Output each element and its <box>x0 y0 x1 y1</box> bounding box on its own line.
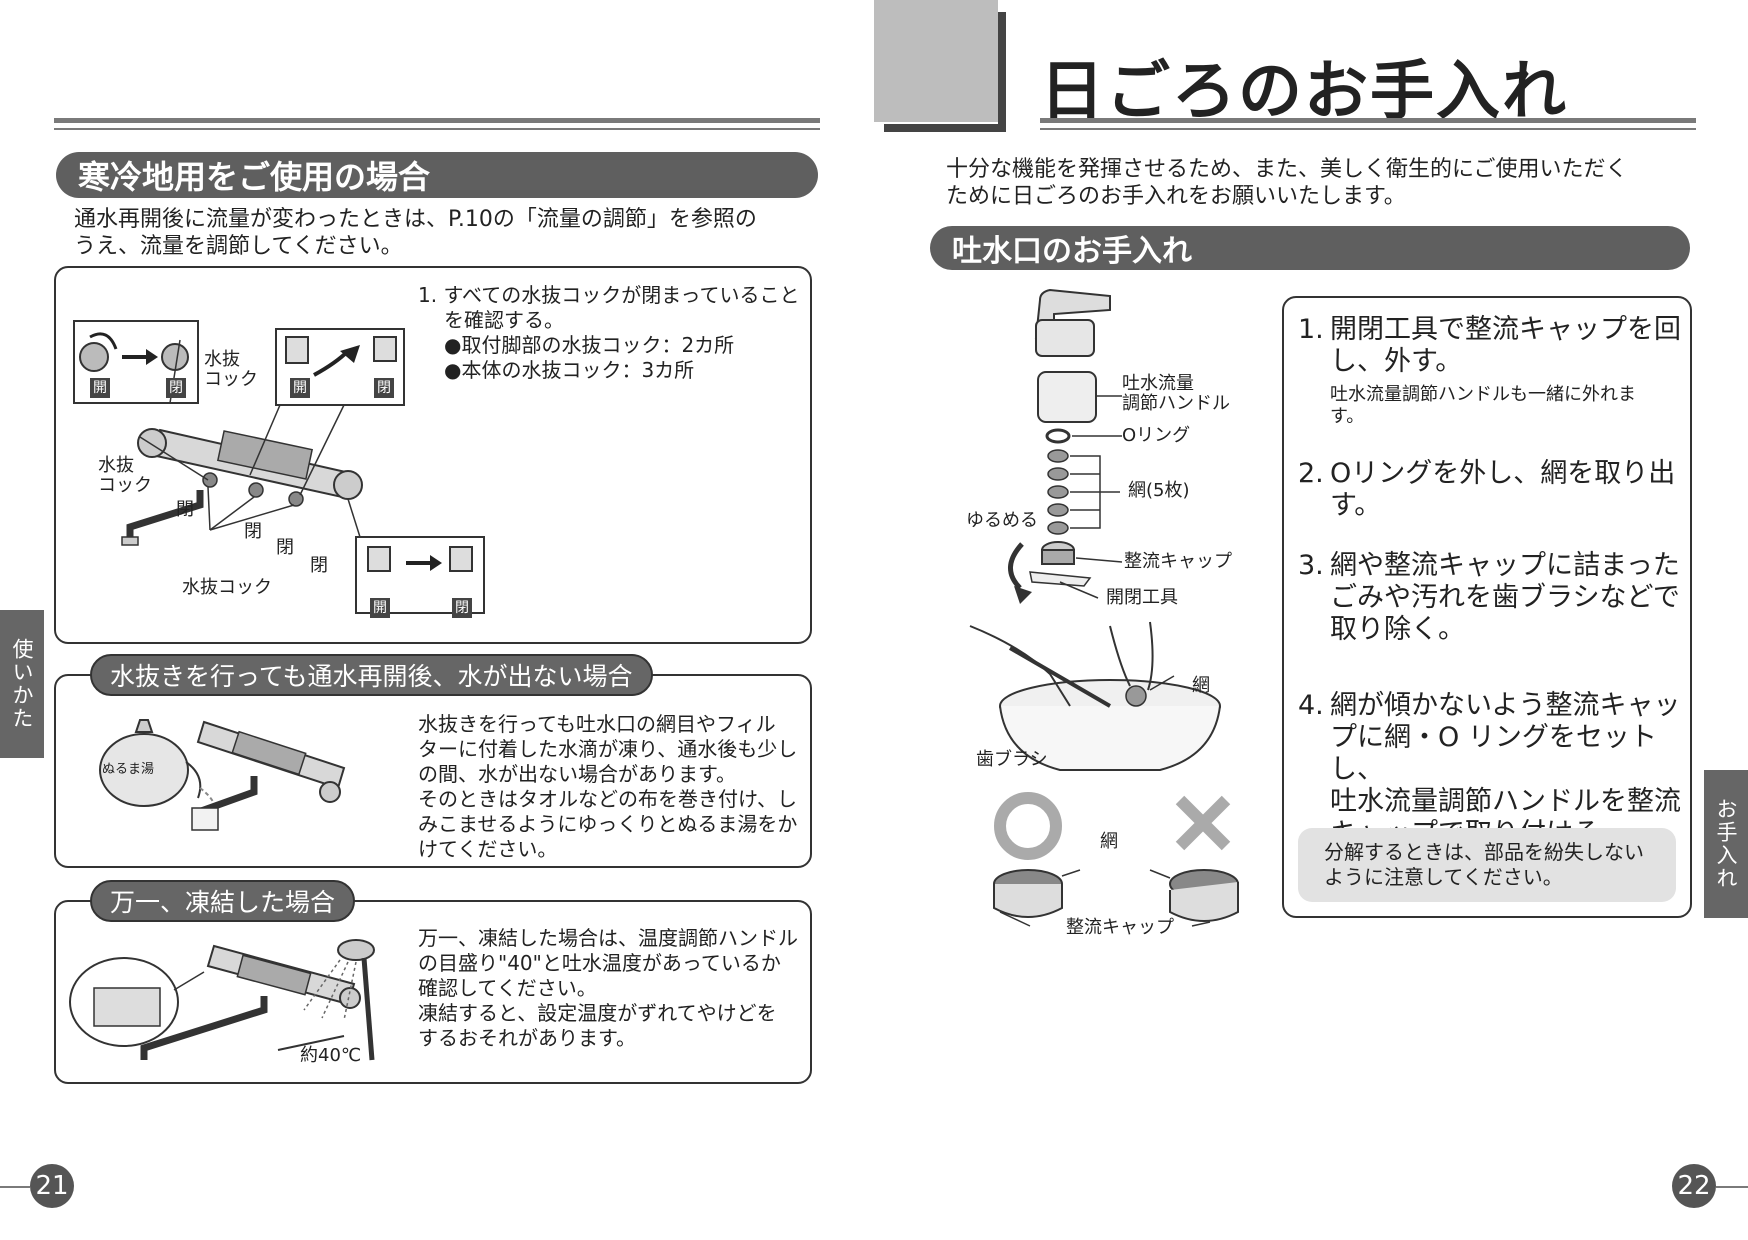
side-tab-care[interactable]: お手入れ <box>1704 770 1748 918</box>
cold-region-intro: 通水再開後に流量が変わったときは、P.10の「流量の調節」を参照の うえ、流量を… <box>74 207 757 259</box>
mesh-label: 網 <box>1100 831 1118 852</box>
drain-cock-label: 水抜 コック <box>204 349 258 390</box>
drain-cock-label: 水抜コック <box>182 577 272 598</box>
closed-label: 閉 <box>310 555 328 576</box>
care-step-1-note: 吐水流量調節ハンドルも一緒に外れま す。 <box>1330 384 1636 427</box>
drain-cock-step1: 1. すべての水抜コックが閉まっていること を確認する。 ●取付脚部の水抜コック… <box>418 283 800 382</box>
mesh-label: 網 <box>1192 675 1210 696</box>
frozen-title: 万一、凍結した場合 <box>90 880 356 922</box>
open-badge: 開 <box>90 378 110 398</box>
title-block-gray <box>874 0 998 122</box>
caution-note: 分解するときは、部品を紛失しない ように注意してください。 <box>1298 828 1676 902</box>
closed-label: 閉 <box>276 537 294 558</box>
section-title-cold-region: 寒冷地用をご使用の場合 <box>56 152 818 198</box>
temp-label: 約40℃ <box>300 1045 362 1066</box>
toothbrush-label: 歯ブラシ <box>976 749 1048 770</box>
open-badge: 開 <box>370 598 390 618</box>
top-rule-left <box>54 118 820 123</box>
care-steps-box <box>1282 296 1692 918</box>
cap-label: 整流キャップ <box>1124 551 1232 572</box>
closed-label: 閉 <box>176 499 194 520</box>
title-block-shadow <box>884 124 1006 132</box>
title-block-shadow <box>998 12 1006 132</box>
no-water-title: 水抜きを行っても通水再開後、水が出ない場合 <box>90 654 653 696</box>
top-rule-left-thin <box>54 128 820 130</box>
closed-badge: 閉 <box>166 378 186 398</box>
frozen-box <box>54 900 812 1084</box>
kettle-label: ぬるま湯 <box>102 762 155 777</box>
top-rule-right-thin <box>1040 128 1696 130</box>
care-intro: 十分な機能を発揮させるため、また、美しく衛生的にご使用いただく ために日ごろのお… <box>946 157 1628 209</box>
no-water-text: 水抜きを行っても吐水口の網目やフィル ターに付着した水滴が凍り、通水後も少し の… <box>418 712 798 861</box>
page-number-right: 22 <box>1672 1164 1716 1208</box>
closed-label: 閉 <box>244 521 262 542</box>
shower-thermostat-illustration <box>69 939 375 1061</box>
kettle-towel-illustration <box>99 719 346 831</box>
section-title-spout-care: 吐水口のお手入れ <box>930 226 1690 270</box>
loosen-label: ゆるめる <box>966 510 1038 531</box>
tool-label: 開閉工具 <box>1106 587 1178 608</box>
closed-badge: 閉 <box>452 598 472 618</box>
frozen-text: 万一、凍結した場合は、温度調節ハンドル の目盛り"40"と吐水温度があっているか… <box>418 926 798 1050</box>
open-badge: 開 <box>290 378 310 398</box>
oring-label: Oリング <box>1122 425 1191 446</box>
side-tab-usage[interactable]: 使いかた <box>0 610 44 758</box>
spout-parts-illustration <box>969 288 1239 927</box>
top-rule-right <box>1040 118 1696 123</box>
page-number-left: 21 <box>30 1164 74 1208</box>
handle-label: 吐水流量 調節ハンドル <box>1122 373 1230 414</box>
closed-badge: 閉 <box>374 378 394 398</box>
mesh5-label: 網(5枚) <box>1128 480 1190 501</box>
drain-cock-label: 水抜 コック <box>98 455 152 496</box>
page-title: 日ごろのお手入れ <box>1040 55 1568 129</box>
cap-label: 整流キャップ <box>1066 917 1174 938</box>
page-rule-right <box>1716 1186 1748 1188</box>
page-rule-left <box>0 1186 30 1188</box>
